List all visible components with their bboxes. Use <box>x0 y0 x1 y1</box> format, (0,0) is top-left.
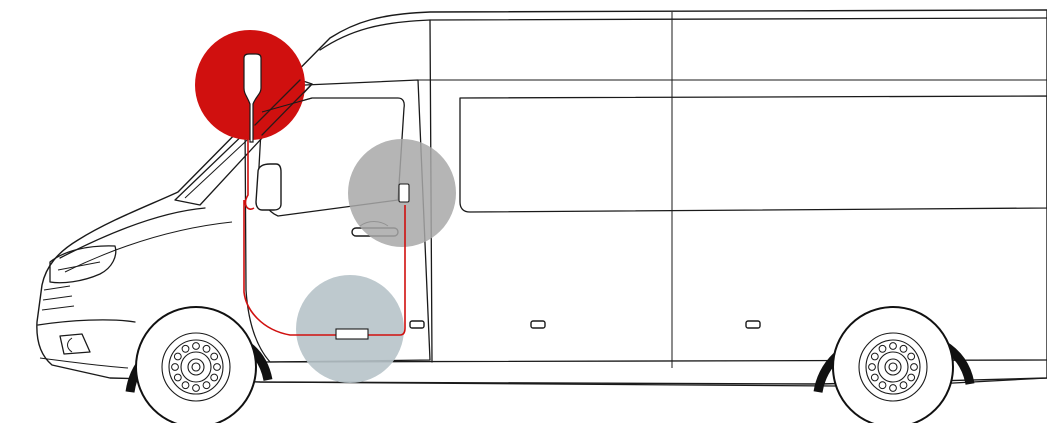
wheel-bolt <box>870 373 879 382</box>
wheel-bolt <box>878 381 887 390</box>
wheel-bolt <box>192 384 200 392</box>
rear-wheel <box>813 306 975 423</box>
antenna-icon <box>243 53 262 143</box>
wheel-bolt <box>202 344 211 353</box>
front-wheel-bolts <box>171 342 221 392</box>
wheel-bolt <box>202 381 211 390</box>
wheel-bolt <box>210 352 219 361</box>
wheel-bolt <box>173 352 182 361</box>
wheel-bolt <box>899 344 908 353</box>
wheel-bolt <box>192 342 200 350</box>
wheel-bolt <box>899 381 908 390</box>
wheel-bolt <box>878 344 887 353</box>
wheel-bolt <box>910 363 918 371</box>
wheel-bolt <box>868 363 876 371</box>
front-bumper <box>37 319 136 326</box>
wheel-bolt <box>907 352 916 361</box>
signal-cable <box>243 140 406 336</box>
wheel-bolt <box>171 363 179 371</box>
front-door <box>244 79 431 363</box>
wheel-bolt <box>889 384 897 392</box>
side-marker-1 <box>409 320 425 329</box>
wheel-bolt <box>181 381 190 390</box>
wheel-bolt <box>889 342 897 350</box>
fog-light <box>59 333 91 355</box>
wheel-bolt <box>907 373 916 382</box>
grille <box>41 285 75 311</box>
rear-wheel-bolts <box>868 342 918 392</box>
headlight <box>49 245 117 284</box>
front-wheel <box>125 306 273 423</box>
wheel-bolt <box>181 344 190 353</box>
cradle-antenna-icon <box>398 183 410 203</box>
wheel-bolt <box>173 373 182 382</box>
wheel-bolt <box>870 352 879 361</box>
side-marker-3 <box>745 320 761 329</box>
booster-unit-icon <box>335 328 369 340</box>
wheel-bolt <box>213 363 221 371</box>
side-mirror <box>255 163 282 211</box>
wheel-bolt <box>210 373 219 382</box>
side-marker-2 <box>530 320 546 329</box>
roof-line <box>319 17 1047 51</box>
hood-crease <box>64 221 233 273</box>
side-window <box>459 95 1047 213</box>
